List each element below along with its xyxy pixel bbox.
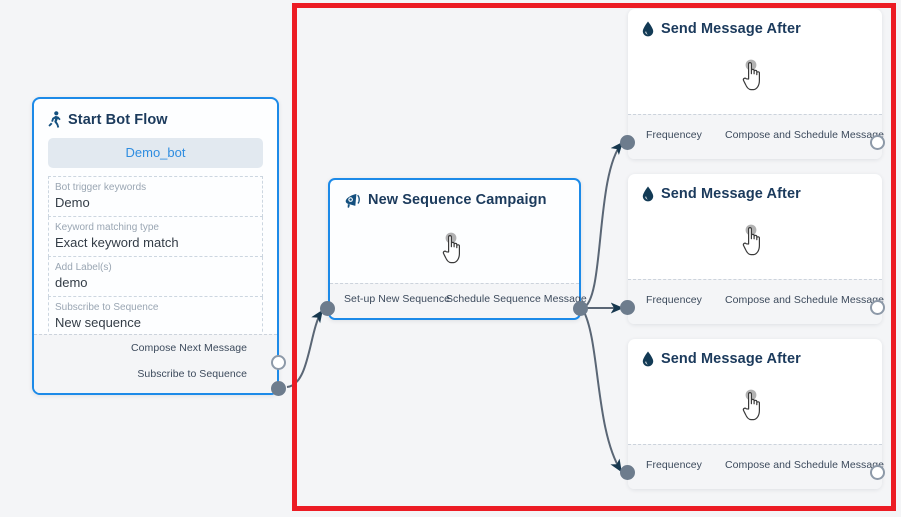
port-label-compose-and-schedule-message: Compose and Schedule Message — [725, 294, 884, 306]
node-start-bot-flow-title: Start Bot Flow — [34, 99, 277, 136]
water-drop-icon — [642, 21, 654, 37]
edge-sequence-to-message-3 — [582, 309, 622, 473]
port-label-subscribe-to-sequence: Subscribe to Sequence — [137, 368, 247, 380]
node-send-message-after-1-footer: Frequencey Compose and Schedule Message — [628, 114, 884, 159]
field-add-labels[interactable]: Add Label(s) demo — [48, 257, 263, 297]
node-send-message-after-2-title-text: Send Message After — [661, 186, 801, 202]
node-send-message-after-3[interactable]: Send Message After Frequencey Compose an… — [628, 339, 884, 489]
pointing-hand-cursor — [741, 58, 769, 92]
node-send-message-after-1-title-text: Send Message After — [661, 21, 801, 37]
field-label: Add Label(s) — [55, 262, 112, 273]
node-send-message-after-2-footer: Frequencey Compose and Schedule Message — [628, 279, 884, 324]
node-new-sequence-campaign[interactable]: New Sequence Campaign Set-up New Sequenc… — [328, 178, 587, 320]
field-value: Demo — [55, 195, 90, 210]
port-label-schedule-sequence-message: Schedule Sequence Message — [446, 293, 587, 305]
port-label-compose-and-schedule-message: Compose and Schedule Message — [725, 129, 884, 141]
port-subscribe-to-sequence[interactable] — [271, 381, 286, 396]
pointing-hand-cursor — [741, 223, 769, 257]
node-start-bot-flow-title-text: Start Bot Flow — [68, 111, 168, 128]
port-message-3-input[interactable] — [620, 465, 635, 480]
node-send-message-after-2[interactable]: Send Message After Frequencey Compose an… — [628, 174, 884, 324]
running-person-icon — [48, 111, 61, 128]
pointing-hand-cursor — [441, 231, 469, 265]
port-label-frequency: Frequencey — [646, 459, 702, 471]
port-message-3-output[interactable] — [870, 465, 885, 480]
port-label-compose-and-schedule-message: Compose and Schedule Message — [725, 459, 884, 471]
node-send-message-after-1[interactable]: Send Message After Frequencey Compose an… — [628, 9, 884, 159]
node-start-bot-flow[interactable]: Start Bot Flow Demo_bot Bot trigger keyw… — [32, 97, 279, 395]
node-send-message-after-3-title: Send Message After — [628, 339, 882, 375]
node-new-sequence-campaign-footer: Set-up New Sequence Schedule Sequence Me… — [330, 283, 587, 318]
field-label: Bot trigger keywords — [55, 182, 147, 193]
node-send-message-after-1-title: Send Message After — [628, 9, 882, 45]
port-label-setup-new-sequence: Set-up New Sequence — [344, 293, 451, 305]
node-send-message-after-2-title: Send Message After — [628, 174, 882, 210]
node-new-sequence-campaign-cursor-area[interactable] — [330, 216, 579, 280]
port-message-2-output[interactable] — [870, 300, 885, 315]
node-send-message-after-2-cursor-area[interactable] — [628, 210, 882, 270]
port-label-frequency: Frequencey — [646, 294, 702, 306]
field-value: Exact keyword match — [55, 235, 179, 250]
port-compose-next-message[interactable] — [271, 355, 286, 370]
field-value: demo — [55, 275, 88, 290]
port-message-2-input[interactable] — [620, 300, 635, 315]
field-subscribe-to-sequence[interactable]: Subscribe to Sequence New sequence — [48, 297, 263, 337]
edge-start-to-sequence — [286, 309, 323, 388]
field-label: Subscribe to Sequence — [55, 302, 159, 313]
edge-sequence-to-message-1 — [582, 141, 624, 309]
field-bot-trigger-keywords[interactable]: Bot trigger keywords Demo — [48, 176, 263, 217]
megaphone-icon — [344, 193, 361, 208]
node-send-message-after-3-title-text: Send Message After — [661, 351, 801, 367]
water-drop-icon — [642, 186, 654, 202]
field-label: Keyword matching type — [55, 222, 159, 233]
water-drop-icon — [642, 351, 654, 367]
port-message-1-input[interactable] — [620, 135, 635, 150]
pointing-hand-cursor — [741, 388, 769, 422]
node-send-message-after-3-cursor-area[interactable] — [628, 375, 882, 435]
field-keyword-matching-type[interactable]: Keyword matching type Exact keyword matc… — [48, 217, 263, 257]
port-label-frequency: Frequencey — [646, 129, 702, 141]
node-send-message-after-3-footer: Frequencey Compose and Schedule Message — [628, 444, 884, 489]
node-start-bot-flow-footer: Compose Next Message Subscribe to Sequen… — [34, 334, 277, 393]
port-label-compose-next-message: Compose Next Message — [131, 342, 247, 354]
node-send-message-after-1-cursor-area[interactable] — [628, 45, 882, 105]
bot-selector-chip[interactable]: Demo_bot — [48, 138, 263, 168]
node-new-sequence-campaign-title-text: New Sequence Campaign — [368, 192, 547, 208]
port-sequence-output[interactable] — [573, 301, 588, 316]
node-new-sequence-campaign-title: New Sequence Campaign — [330, 180, 579, 216]
port-message-1-output[interactable] — [870, 135, 885, 150]
port-sequence-input[interactable] — [320, 301, 335, 316]
field-value: New sequence — [55, 315, 141, 330]
